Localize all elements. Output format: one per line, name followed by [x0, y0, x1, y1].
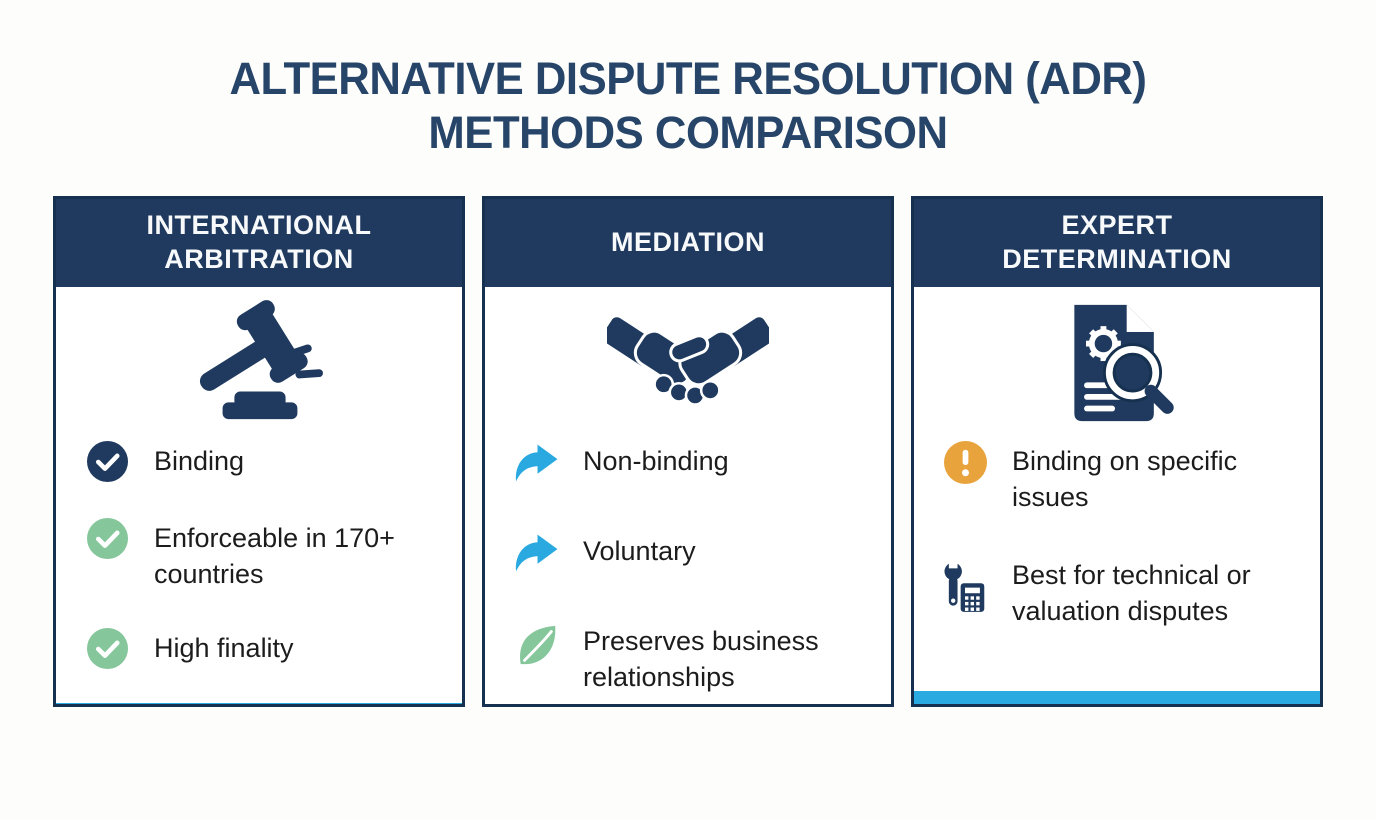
card-icon-area [56, 295, 462, 429]
page-title: ALTERNATIVE DISPUTE RESOLUTION (ADR) MET… [21, 52, 1356, 160]
card-header: EXPERT DETERMINATION [914, 199, 1320, 287]
card-header: INTERNATIONAL ARBITRATION [56, 199, 462, 287]
list-item-text: Binding on specific issues [1012, 446, 1238, 512]
list-item-text: Preserves business relationships [583, 626, 819, 692]
list-item-text: High finality [154, 633, 294, 664]
check-circle-green-icon [84, 516, 130, 559]
card-icon-area [914, 295, 1320, 429]
list-item: Best for technical or valuation disputes [942, 553, 1302, 629]
list-item-text: Enforceable in 170+ countries [154, 523, 395, 589]
feature-list: Binding Enforceable in 170+ countries [56, 429, 462, 703]
feature-list: Binding on specific issues [914, 429, 1320, 668]
page-title-line1: ALTERNATIVE DISPUTE RESOLUTION (ADR) [229, 53, 1147, 104]
card-header: MEDIATION [485, 199, 891, 287]
card-expert-determination: EXPERT DETERMINATION [911, 196, 1323, 707]
list-item-text: Voluntary [583, 536, 696, 566]
list-item-text: Binding [154, 446, 245, 476]
page-title-line2: METHODS COMPARISON [428, 107, 948, 158]
check-circle-navy-icon [84, 439, 130, 482]
card-accent-bar [56, 703, 462, 704]
check-circle-green-icon [84, 626, 130, 670]
card-title: INTERNATIONAL ARBITRATION [146, 210, 372, 274]
list-item: Binding [84, 439, 444, 482]
list-item: Non-binding [513, 439, 873, 485]
card-international-arbitration: INTERNATIONAL ARBITRATION [53, 196, 465, 707]
share-arrow-icon [513, 529, 559, 575]
card-title: MEDIATION [611, 227, 765, 258]
handshake-icon [607, 317, 769, 406]
card-accent-bar [914, 691, 1320, 704]
wrench-calculator-icon [942, 553, 988, 619]
document-gear-magnifier-icon [1074, 304, 1174, 422]
list-item: Binding on specific issues [942, 439, 1302, 515]
leaf-icon [513, 619, 559, 669]
list-item: High finality [84, 626, 444, 670]
list-item: Preserves business relationships [513, 619, 873, 695]
feature-list: Non-binding Voluntary [485, 429, 891, 739]
list-item-text: Best for technical or valuation disputes [1012, 560, 1251, 626]
card-mediation: MEDIATION [482, 196, 894, 707]
card-body: Binding Enforceable in 170+ countries [56, 287, 462, 703]
card-icon-area [485, 295, 891, 429]
gavel-icon [199, 300, 323, 420]
comparison-cards: INTERNATIONAL ARBITRATION [0, 196, 1376, 707]
list-item-text: Non-binding [583, 446, 729, 476]
exclamation-circle-icon [942, 439, 988, 484]
card-title: EXPERT DETERMINATION [1002, 210, 1232, 274]
card-body: Non-binding Voluntary [485, 287, 891, 739]
share-arrow-icon [513, 439, 559, 485]
list-item: Enforceable in 170+ countries [84, 516, 444, 592]
card-body: Binding on specific issues [914, 287, 1320, 691]
list-item: Voluntary [513, 529, 873, 575]
